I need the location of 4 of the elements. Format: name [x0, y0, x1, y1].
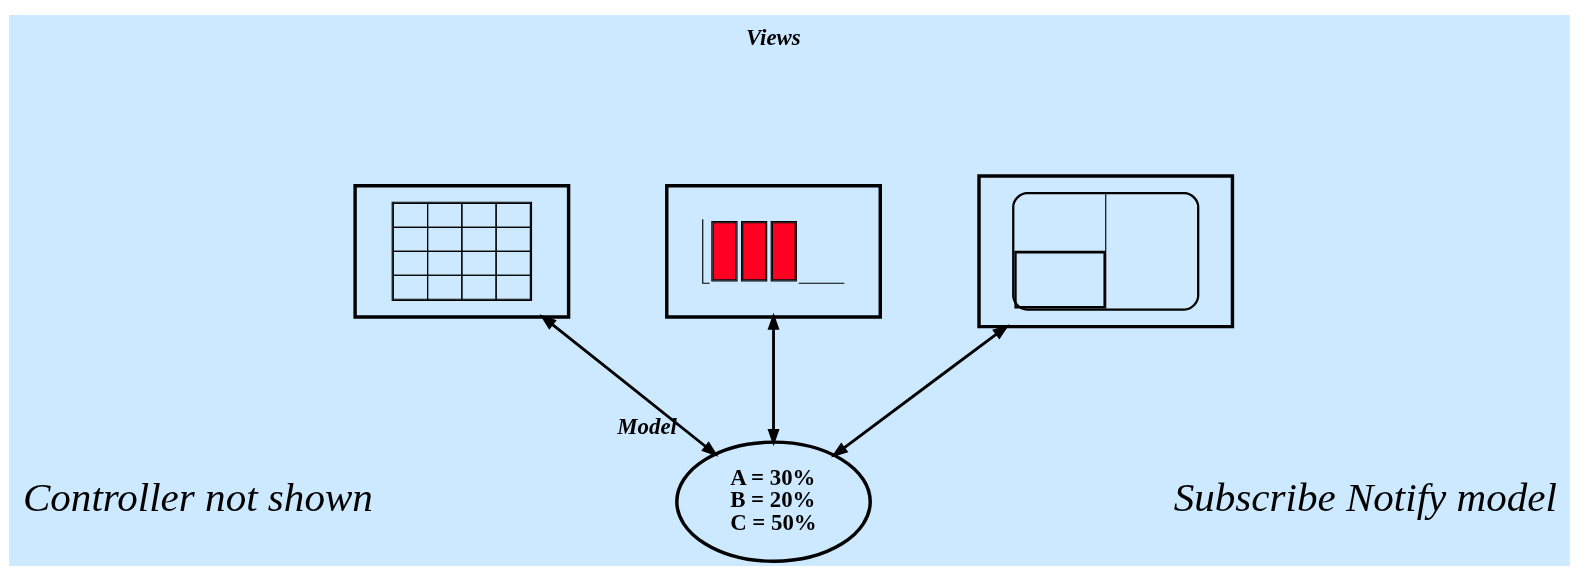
label: Subscribe Notify model [1173, 473, 1557, 520]
label: Views [745, 24, 801, 50]
label: Controller not shown [22, 473, 373, 520]
node-label: Model [616, 413, 677, 439]
